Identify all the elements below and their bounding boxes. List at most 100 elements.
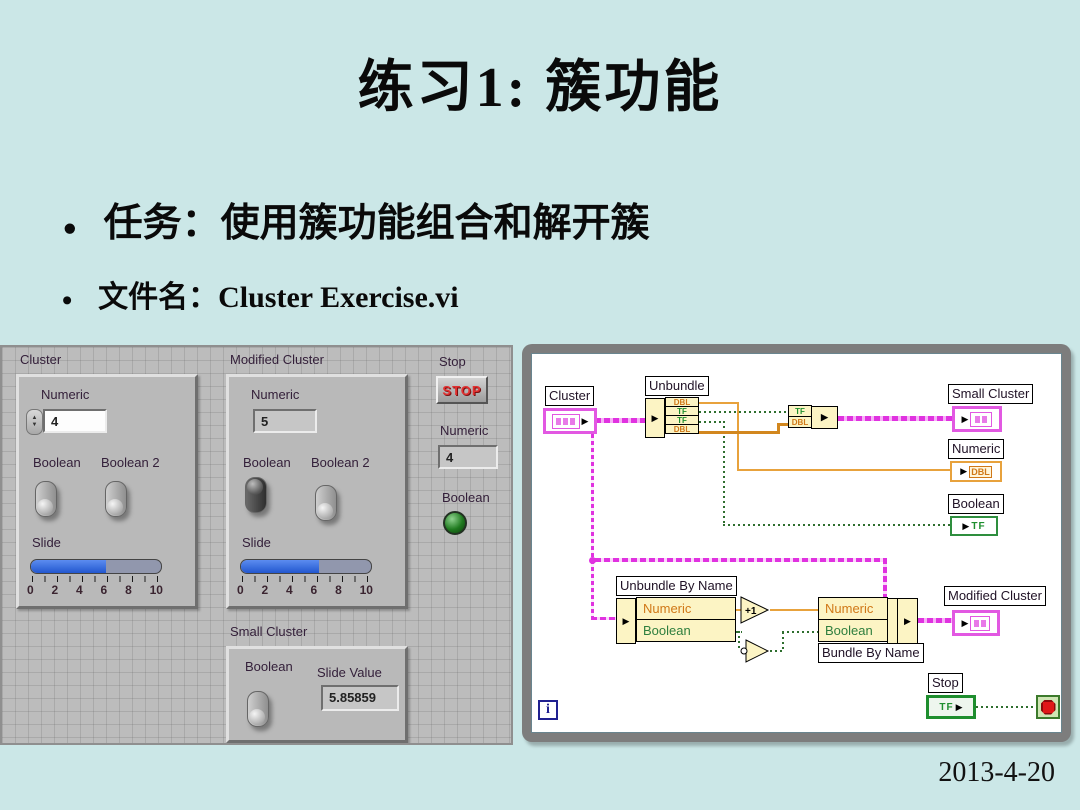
cluster-group-label: Cluster [20, 352, 62, 367]
bundle-by-name-label[interactable]: Bundle By Name [818, 643, 924, 663]
stop-sign-icon[interactable] [1036, 695, 1060, 719]
spinner-up-icon[interactable]: ▲ [31, 415, 38, 422]
toggle-knob[interactable] [249, 709, 265, 725]
modified-cluster-terminal-label[interactable]: Modified Cluster [944, 586, 1046, 606]
bundle-cell-dbl[interactable]: DBL [788, 416, 812, 428]
info-icon[interactable]: i [538, 700, 558, 720]
ubn-row-boolean[interactable]: Boolean [636, 619, 736, 642]
slide-ticks [242, 576, 368, 582]
bullet-list: ●任务：使用簇功能组合和解开簇 ●文件名：Cluster Exercise.vi [58, 192, 650, 317]
bundle-by-name-node[interactable]: ▶ [897, 598, 918, 644]
slide-value-label: Slide Value [317, 665, 382, 680]
terminal-arrow-icon: ▶ [962, 520, 970, 531]
input-arrow-icon: ▶ [622, 615, 630, 626]
wire-junction [589, 557, 596, 564]
block-diagram-window: Cluster ▶ Unbundle ▶ DBL TF TF DBL TF DB… [522, 344, 1071, 742]
cluster-wire [591, 617, 616, 620]
unbundle-by-name-node[interactable]: ▶ [616, 598, 636, 644]
boolean2-toggle[interactable] [105, 481, 127, 517]
small-cluster-terminal[interactable]: ▶ [952, 406, 1002, 432]
unbundle-by-name-label[interactable]: Unbundle By Name [616, 576, 737, 596]
cluster-wire [918, 618, 952, 623]
numeric-wire [736, 609, 742, 611]
bullet-1-text: 任务：使用簇功能组合和解开簇 [103, 202, 650, 245]
toggle-knob[interactable] [37, 499, 53, 515]
terminal-arrow-icon: ▶ [961, 413, 969, 424]
stop-octagon-icon [1040, 699, 1056, 715]
toggle-knob[interactable] [317, 503, 333, 519]
boolean-toggle[interactable] [247, 691, 269, 727]
stop-terminal-label[interactable]: Stop [928, 673, 963, 693]
tick-label: 10 [359, 583, 373, 597]
boolean-wire [699, 421, 725, 423]
numeric-control[interactable]: 4 [43, 409, 107, 433]
output-arrow-icon: ▶ [904, 615, 911, 626]
slide-control[interactable] [30, 559, 162, 574]
numeric-wire [777, 423, 780, 434]
tf-type-badge: TF [939, 701, 954, 713]
unbundle-node[interactable]: ▶ [645, 398, 665, 438]
tf-type-badge: TF [971, 520, 986, 532]
cluster-glyph-icon [551, 413, 580, 429]
spinner-down-icon[interactable]: ▼ [31, 422, 38, 428]
unbundle-cells[interactable]: DBL TF TF DBL [665, 397, 699, 434]
boolean-wire [976, 706, 1036, 708]
slide-title: 练习1: 簇功能 [357, 57, 723, 119]
bbn-row-boolean[interactable]: Boolean [818, 619, 888, 642]
cluster-wire [595, 558, 886, 562]
toggle-knob[interactable] [247, 479, 263, 495]
bbn-row-numeric[interactable]: Numeric [818, 597, 888, 620]
bundle-node-cells[interactable]: TF DBL [788, 405, 812, 428]
modified-cluster-terminal[interactable]: ▶ [952, 610, 1000, 636]
boolean-wire [723, 421, 725, 526]
boolean-wire [782, 631, 818, 633]
boolean-indicator-label: Boolean [442, 490, 490, 505]
boolean2-toggle[interactable] [315, 485, 337, 521]
increment-function[interactable]: +1 [740, 595, 770, 625]
slide-fill [241, 560, 319, 573]
slide-label: Slide [242, 535, 271, 550]
boolean-label: Boolean [33, 455, 81, 470]
cluster-terminal-label[interactable]: Cluster [545, 386, 595, 406]
bundle-by-name-rows[interactable]: Numeric Boolean [818, 597, 888, 642]
tick-label: 4 [286, 583, 293, 597]
bullet-icon: ● [62, 213, 78, 241]
toggle-knob[interactable] [107, 499, 123, 515]
stop-terminal[interactable]: TF ▶ [926, 695, 976, 719]
tick-label: 2 [51, 583, 59, 597]
small-cluster-terminal-label[interactable]: Small Cluster [948, 384, 1034, 404]
bundle-node[interactable]: ▶ [811, 406, 838, 429]
numeric-terminal[interactable]: ▶ DBL [950, 461, 1002, 482]
boolean-toggle[interactable] [245, 477, 267, 513]
ubn-row-numeric[interactable]: Numeric [636, 597, 736, 620]
cluster-glyph-icon [970, 615, 991, 631]
tick-label: 8 [125, 583, 132, 597]
stop-button[interactable]: STOP [436, 376, 488, 404]
boolean-wire [782, 632, 784, 652]
bullet-item-1: ● 任务：使用簇功能组合和解开簇 [58, 192, 650, 250]
tick-label: 6 [310, 583, 318, 597]
terminal-arrow-icon: ▶ [955, 701, 963, 712]
tick-label: 0 [27, 583, 34, 597]
slide-fill[interactable] [31, 560, 107, 573]
cluster-wire [595, 418, 645, 423]
cluster-glyph-icon [970, 411, 993, 427]
cluster-terminal[interactable]: ▶ [543, 408, 597, 434]
boolean-toggle[interactable] [35, 481, 57, 517]
not-function[interactable] [740, 637, 770, 665]
numeric-spinner[interactable]: ▲ ▼ [26, 409, 43, 435]
unbundle-label[interactable]: Unbundle [645, 376, 709, 396]
numeric-label: Numeric [251, 387, 300, 402]
numeric-wire [770, 609, 818, 611]
boolean-terminal[interactable]: ▶ TF [950, 516, 998, 536]
numeric-terminal-label[interactable]: Numeric [948, 439, 1005, 459]
boolean-wire [738, 631, 740, 649]
boolean-terminal-label[interactable]: Boolean [948, 494, 1004, 514]
unbundle-by-name-rows[interactable]: Numeric Boolean [636, 597, 736, 642]
svg-text:+1: +1 [745, 606, 757, 617]
unbundle-cell-dbl[interactable]: DBL [665, 424, 699, 434]
